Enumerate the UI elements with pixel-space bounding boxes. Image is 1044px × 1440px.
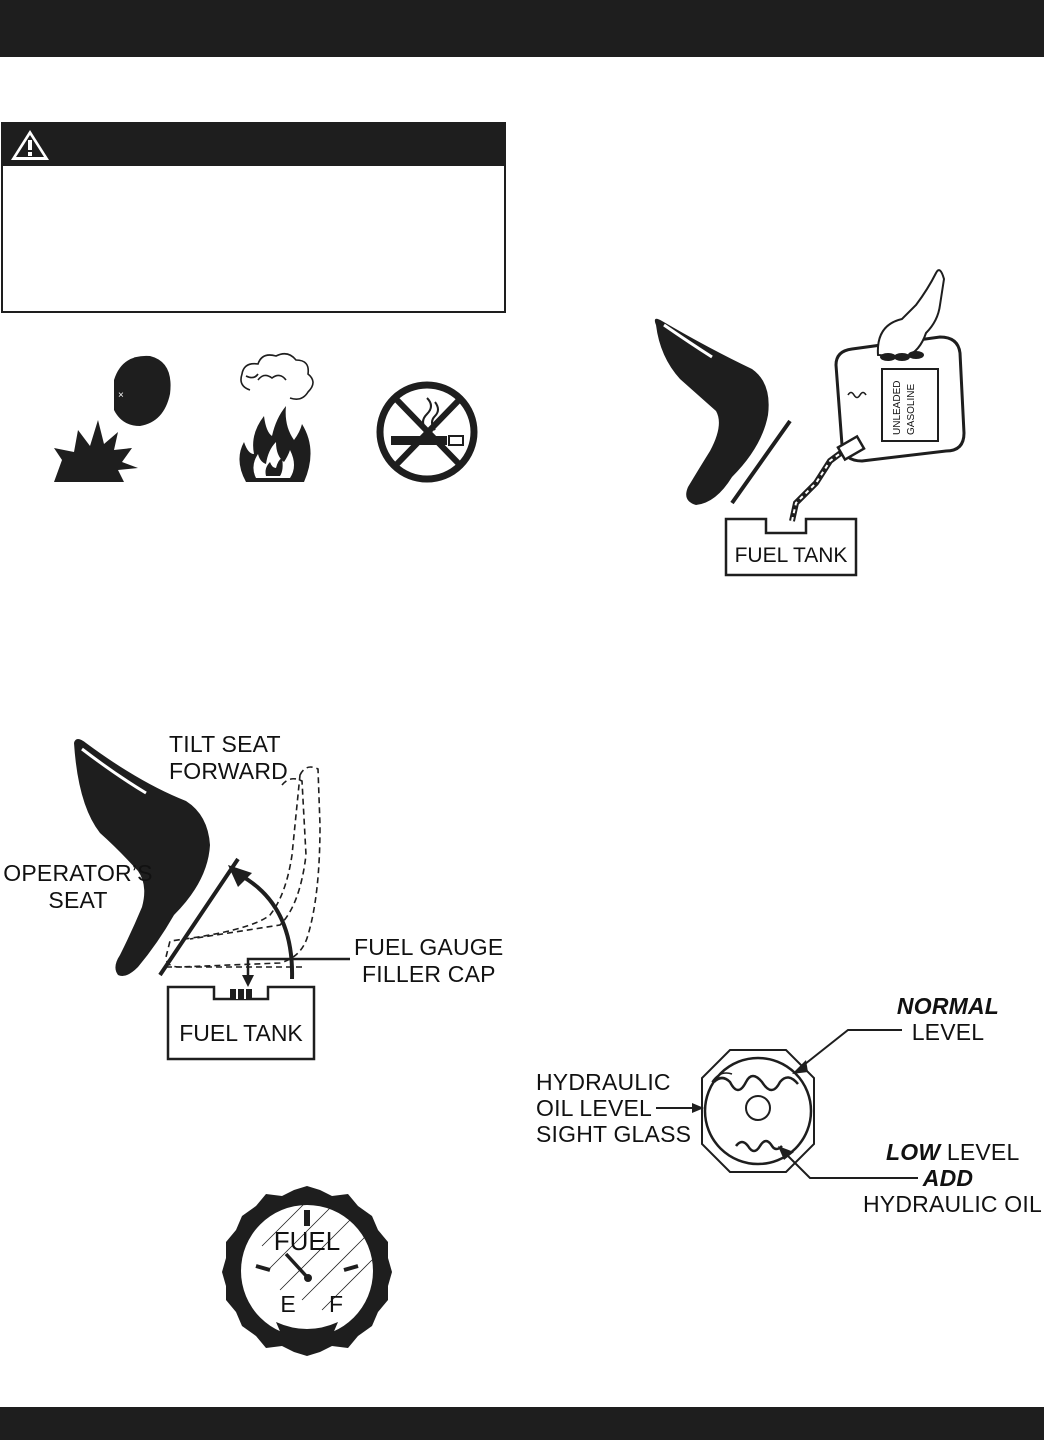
warning-header <box>3 124 504 166</box>
seat-tank-label: FUEL TANK <box>179 1020 303 1046</box>
warning-box <box>1 122 506 313</box>
low-label: LOW <box>886 1139 941 1165</box>
normal-label: NORMAL <box>896 993 1000 1019</box>
normal-level-label: LEVEL <box>911 1019 985 1045</box>
hydraulic-sight-glass-illustration <box>656 1029 918 1179</box>
fuel-gauge-icon: FUEL E F <box>222 1186 392 1356</box>
hand-icon <box>876 269 946 359</box>
fire-icon <box>239 352 314 482</box>
seat-tilt-illustration: FUEL TANK <box>74 739 350 1061</box>
gauge-full-label: F <box>329 1291 343 1317</box>
can-label-line2: GASOLINE <box>906 384 917 435</box>
gauge-fuel-label: FUEL <box>274 1226 340 1256</box>
operator-seat-icon <box>74 739 210 976</box>
fill-tank-label: FUEL TANK <box>735 544 848 567</box>
sight-glass-line2: OIL LEVEL <box>536 1095 653 1121</box>
fuel-gauge-line2: FILLER CAP <box>362 961 496 987</box>
fuel-gauge-line1: FUEL GAUGE <box>354 934 504 960</box>
no-smoking-icon <box>376 381 478 483</box>
header-bar <box>0 0 1044 57</box>
tilt-seat-line2: FORWARD <box>169 758 288 784</box>
fuel-fill-illustration: FUEL TANK UNLEADED GASOLINE <box>654 269 966 577</box>
sight-glass-line3: SIGHT GLASS <box>536 1121 692 1147</box>
warning-triangle-icon <box>11 130 49 160</box>
explosion-icon: × <box>54 355 171 482</box>
low-level-label: LOW LEVEL <box>886 1139 1019 1166</box>
operator-seat-line1: OPERATOR’S <box>3 860 153 886</box>
tilt-seat-line1: TILT SEAT <box>169 731 281 757</box>
add-label: ADD <box>922 1165 974 1191</box>
add-hydraulic-oil-label: HYDRAULIC OIL <box>863 1191 1042 1217</box>
operator-seat-line2: SEAT <box>48 887 108 913</box>
sight-glass-line1: HYDRAULIC <box>536 1069 671 1095</box>
gauge-empty-label: E <box>280 1291 295 1317</box>
footer-bar <box>0 1407 1044 1440</box>
seat-icon <box>654 318 769 505</box>
can-label-line1: UNLEADED <box>892 381 903 435</box>
svg-text:×: × <box>118 390 124 401</box>
low-level-text: LEVEL <box>946 1139 1020 1165</box>
